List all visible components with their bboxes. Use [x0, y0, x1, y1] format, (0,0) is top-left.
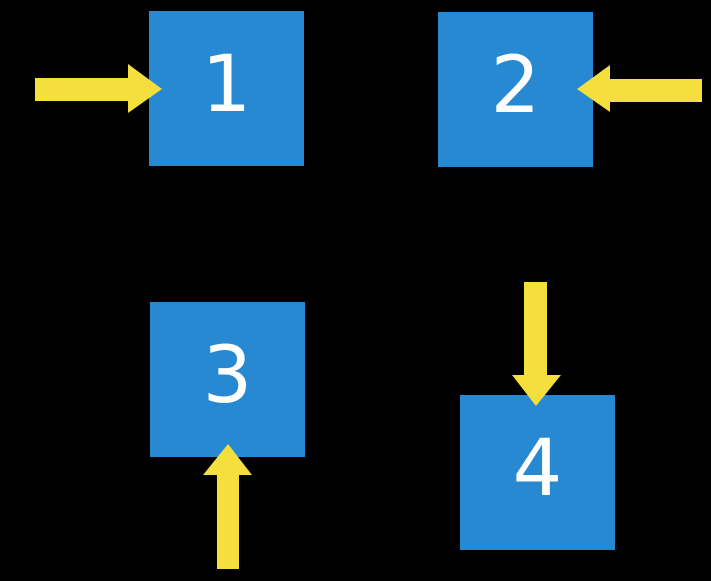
box-2: 2 [438, 12, 593, 167]
box-4-label: 4 [512, 423, 563, 514]
box-1: 1 [149, 11, 304, 166]
arrow-up-icon [203, 444, 252, 569]
box-3: 3 [150, 302, 305, 457]
box-4: 4 [460, 395, 615, 550]
box-1-label: 1 [201, 39, 252, 130]
arrow-right-icon [35, 64, 162, 113]
box-3-label: 3 [202, 330, 253, 421]
arrow-left-icon [577, 65, 702, 112]
box-2-label: 2 [490, 40, 541, 131]
arrow-down-icon [512, 282, 561, 406]
